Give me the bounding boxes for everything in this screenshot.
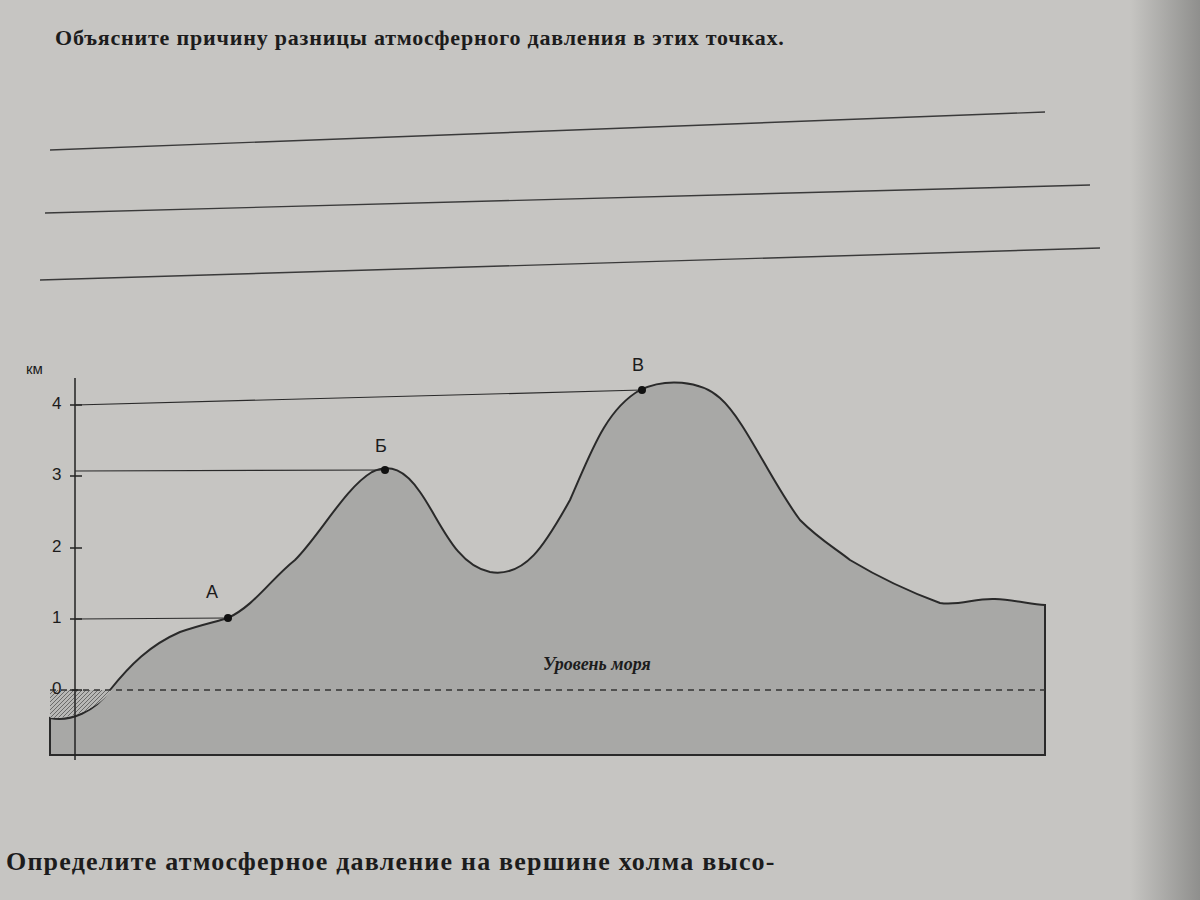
answer-line (45, 185, 1090, 213)
answer-lines (40, 112, 1100, 280)
axis-tick-label: 4 (52, 394, 61, 414)
point-dot (638, 386, 646, 394)
axis-tick-label: 0 (52, 679, 61, 699)
question-text: Объясните причину разницы атмосферного д… (55, 18, 1065, 58)
page-spine-shadow (1130, 0, 1200, 900)
point-label: В (632, 355, 644, 377)
answer-line (40, 248, 1100, 280)
point-dot (381, 466, 389, 474)
axis-tick-label: 3 (52, 465, 61, 485)
question-text: Определите атмосферное давление на верши… (6, 846, 776, 877)
axis-unit: км (26, 360, 43, 378)
axis-tick-label: 1 (52, 608, 61, 628)
point-label: Б (375, 436, 387, 458)
relief-profile (50, 382, 1045, 755)
axis-ticks (70, 405, 82, 690)
height-reference-lines (75, 390, 642, 619)
sea-level-line (50, 689, 1045, 690)
answer-line (50, 112, 1045, 150)
sea-level-label: Уровень моря (543, 654, 651, 676)
point-dot (224, 614, 232, 622)
terrain-points (224, 386, 646, 622)
axis-tick-label: 2 (52, 537, 61, 557)
point-label: А (206, 582, 218, 604)
height-axis (74, 378, 76, 760)
